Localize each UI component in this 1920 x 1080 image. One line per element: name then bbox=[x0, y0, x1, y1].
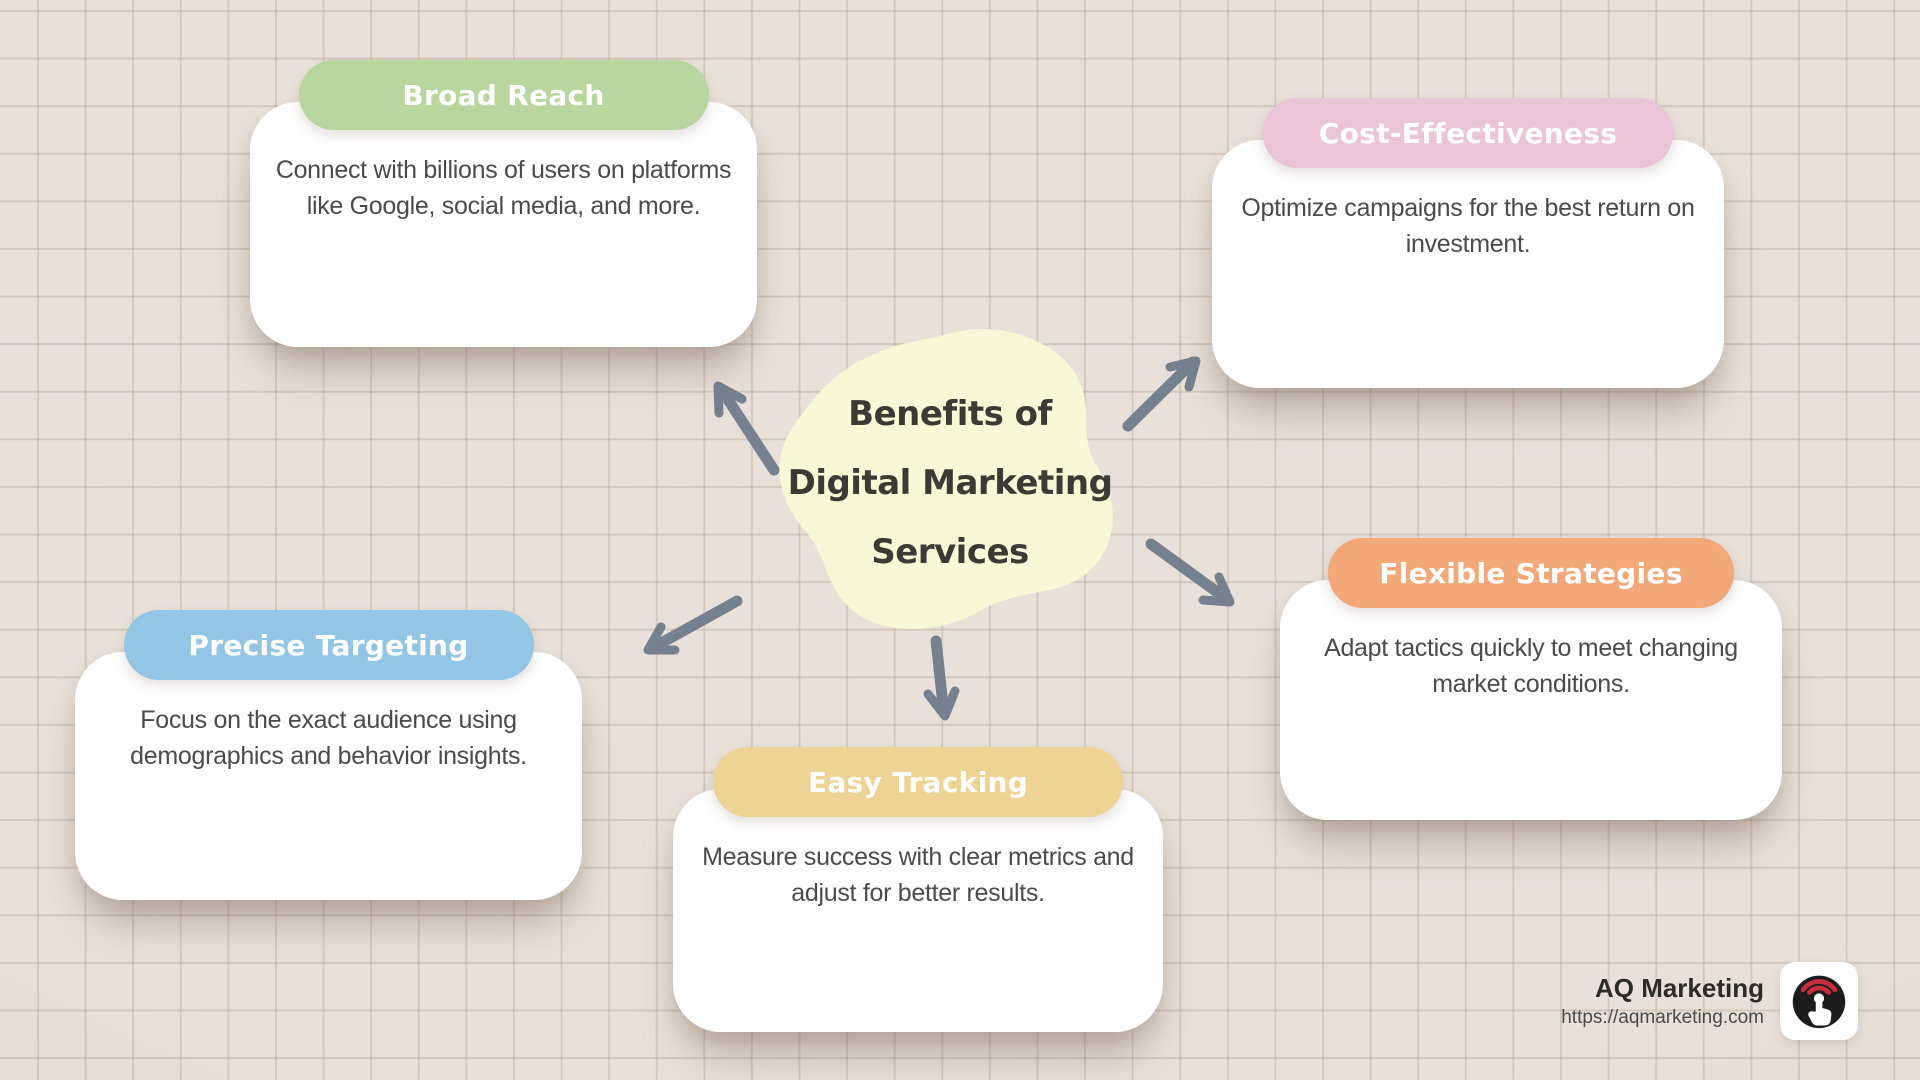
card-easy-tracking-header: Easy Tracking bbox=[713, 747, 1123, 817]
card-precise-targeting-header: Precise Targeting bbox=[123, 610, 534, 680]
card-cost-effectiveness-body: Optimize campaigns for the best return o… bbox=[1212, 190, 1724, 262]
arrow-to-precise-targeting-icon bbox=[643, 595, 743, 655]
center-title-line: Digital Marketing bbox=[787, 462, 1113, 503]
body-line: Connect with billions of users on platfo… bbox=[275, 156, 732, 184]
body-line: Focus on the exact audience using bbox=[140, 706, 517, 734]
body-line: Optimize campaigns for the best return o… bbox=[1241, 194, 1695, 222]
card-broad-reach-title: Broad Reach bbox=[402, 78, 605, 112]
card-broad-reach-body: Connect with billions of users on platfo… bbox=[250, 152, 757, 224]
card-broad-reach-header: Broad Reach bbox=[298, 60, 709, 130]
card-cost-effectiveness-header: Cost-Effectiveness bbox=[1262, 98, 1674, 168]
card-precise-targeting-title: Precise Targeting bbox=[188, 628, 469, 662]
card-broad-reach: Broad Reach Connect with billions of use… bbox=[250, 60, 757, 347]
card-cost-effectiveness-title: Cost-Effectiveness bbox=[1318, 116, 1618, 150]
arrow-to-flexible-strategies-icon bbox=[1145, 538, 1235, 607]
card-cost-effectiveness: Cost-Effectiveness Optimize campaigns fo… bbox=[1212, 98, 1724, 388]
card-flexible-strategies: Flexible Strategies Adapt tactics quickl… bbox=[1280, 538, 1782, 820]
footer-branding: AQ Marketing https://aqmarketing.com bbox=[1561, 962, 1858, 1040]
center-blob-shape bbox=[779, 328, 1113, 630]
body-line: Measure success with clear metrics and bbox=[702, 843, 1134, 871]
arrow-to-easy-tracking-icon bbox=[923, 635, 960, 721]
brand-url: https://aqmarketing.com bbox=[1561, 1007, 1764, 1028]
body-line: market conditions. bbox=[1432, 670, 1630, 698]
card-easy-tracking-title: Easy Tracking bbox=[807, 765, 1029, 799]
blob-path bbox=[779, 328, 1113, 630]
center-title-line: Benefits of bbox=[848, 393, 1052, 434]
center-title-line: Services bbox=[871, 531, 1029, 572]
card-easy-tracking-body: Measure success with clear metrics and a… bbox=[673, 839, 1163, 911]
body-line: adjust for better results. bbox=[791, 879, 1045, 907]
card-precise-targeting: Precise Targeting Focus on the exact aud… bbox=[75, 610, 582, 900]
arrow-to-broad-reach-icon bbox=[713, 381, 780, 476]
card-easy-tracking: Easy Tracking Measure success with clear… bbox=[673, 747, 1163, 1032]
card-flexible-strategies-body: Adapt tactics quickly to meet changing m… bbox=[1280, 630, 1782, 702]
body-line: investment. bbox=[1405, 230, 1531, 258]
card-flexible-strategies-header: Flexible Strategies bbox=[1328, 538, 1734, 608]
card-precise-targeting-body: Focus on the exact audience using demogr… bbox=[75, 702, 582, 774]
arrow-to-cost-effectiveness-icon bbox=[1122, 356, 1201, 432]
tap-click-icon bbox=[1792, 975, 1846, 1029]
body-line: like Google, social media, and more. bbox=[306, 192, 701, 220]
center-title: Benefits of Digital Marketing Services bbox=[765, 322, 1135, 640]
body-line: Adapt tactics quickly to meet changing bbox=[1324, 634, 1738, 662]
brand-name: AQ Marketing bbox=[1594, 973, 1764, 1003]
card-flexible-strategies-title: Flexible Strategies bbox=[1379, 556, 1683, 590]
aq-marketing-logo bbox=[1780, 962, 1858, 1040]
body-line: demographics and behavior insights. bbox=[130, 742, 527, 770]
